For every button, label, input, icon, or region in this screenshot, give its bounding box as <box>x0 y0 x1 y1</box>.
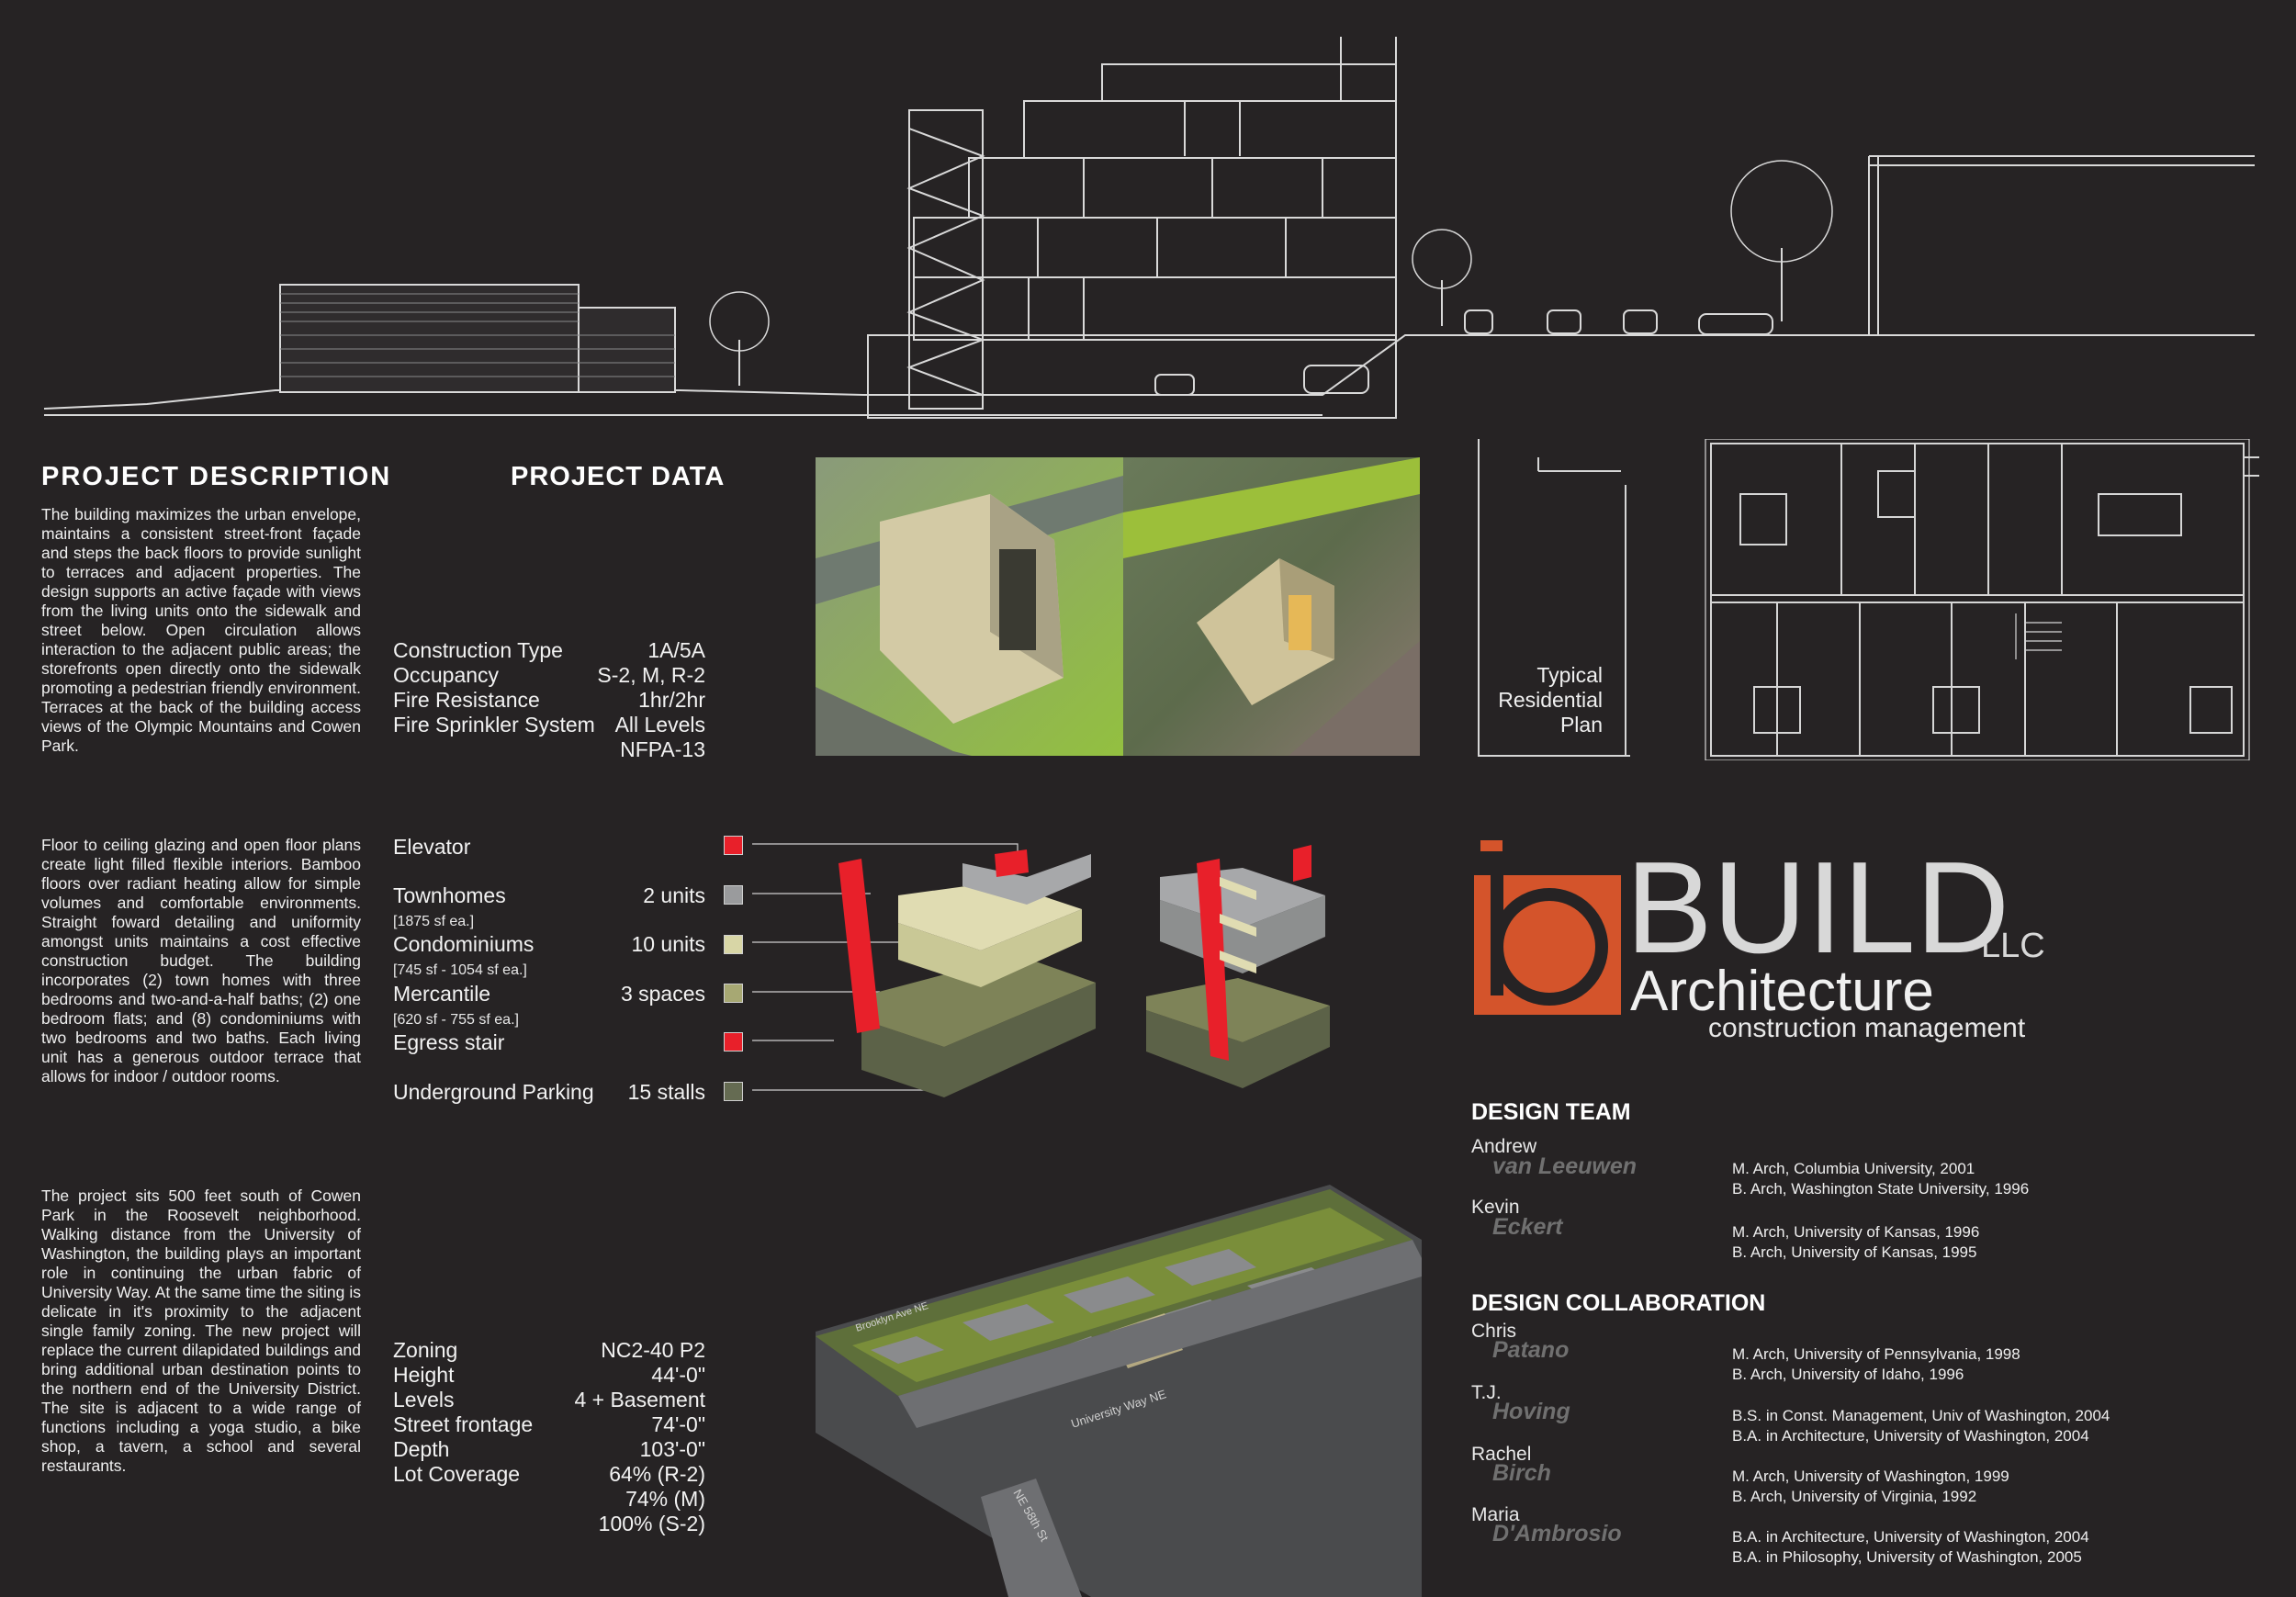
logo-architecture: Architecture <box>1630 960 1934 1023</box>
condominiums-area: [745 sf - 1054 sf ea.] <box>393 962 527 978</box>
member-first-name: Andrew <box>1471 1136 1537 1157</box>
massing-render-evening <box>1123 457 1420 756</box>
townhomes-area: [1875 sf ea.] <box>393 914 475 929</box>
logo-mark-circle <box>1491 888 1608 1006</box>
swatch-condominiums <box>724 935 743 954</box>
project-data-heading: PROJECT DATA <box>511 462 726 491</box>
mercantile-area: [620 sf - 755 sf ea.] <box>393 1012 519 1028</box>
member-last-name: Birch <box>1492 1460 1551 1486</box>
design-team-heading: DESIGN TEAM <box>1471 1099 1631 1125</box>
member-credential: B.A. in Architecture, University of Wash… <box>1732 1528 2089 1546</box>
description-paragraph-1: The building maximizes the urban envelop… <box>41 505 361 755</box>
swatch-mercantile <box>724 984 743 1003</box>
member-first-name: Rachel <box>1471 1444 1532 1465</box>
member-last-name: D'Ambrosio <box>1492 1521 1622 1546</box>
member-credential: B. Arch, University of Kansas, 1995 <box>1732 1243 1977 1261</box>
typical-residential-plan <box>1478 439 2259 760</box>
member-last-name: van Leeuwen <box>1492 1153 1637 1179</box>
project-description-heading: PROJECT DESCRIPTION <box>41 462 392 491</box>
member-credential: B.S. in Const. Management, Univ of Washi… <box>1732 1407 2110 1424</box>
plan-label-line3: Plan <box>1559 713 1603 737</box>
member-credential: M. Arch, University of Washington, 1999 <box>1732 1468 2009 1485</box>
member-last-name: Eckert <box>1492 1214 1563 1240</box>
plan-label-line2: Residential <box>1498 688 1603 712</box>
member-last-name: Patano <box>1492 1337 1570 1363</box>
member-credential: B.A. in Architecture, University of Wash… <box>1732 1427 2089 1445</box>
description-paragraph-3: The project sits 500 feet south of Cowen… <box>41 1187 361 1475</box>
swatch-townhomes <box>724 885 743 905</box>
plan-label-line1: Typical <box>1536 663 1603 687</box>
description-paragraph-2: Floor to ceiling glazing and open floor … <box>41 836 361 1085</box>
site-model-render: University Way NE NE 58th St Brooklyn Av… <box>816 1185 1422 1597</box>
member-first-name: Chris <box>1471 1321 1517 1342</box>
legend-row-egress-stair: Egress stair <box>393 1030 505 1054</box>
plan-label: Typical Residential Plan <box>1474 663 1603 737</box>
member-credential: B.A. in Philosophy, University of Washin… <box>1732 1548 2082 1566</box>
member-last-name: Hoving <box>1492 1399 1570 1424</box>
program-massing-diagram <box>752 843 1330 1097</box>
logo-construction-management: construction management <box>1708 1013 2026 1043</box>
member-credential: M. Arch, University of Kansas, 1996 <box>1732 1223 1980 1241</box>
legend-row-elevator: Elevator <box>393 835 471 859</box>
massing-render-day <box>816 457 1123 756</box>
member-first-name: Maria <box>1471 1504 1520 1525</box>
member-credential: M. Arch, University of Pennsylvania, 199… <box>1732 1345 2020 1363</box>
swatch-parking <box>724 1082 743 1101</box>
logo-mark <box>1474 867 1621 1015</box>
logo-build: BUILD <box>1626 835 2010 981</box>
swatch-egress-stair <box>724 1032 743 1052</box>
building-section-drawing <box>43 37 2255 419</box>
member-first-name: T.J. <box>1471 1382 1502 1403</box>
design-collaboration-heading: DESIGN COLLABORATION <box>1471 1290 1766 1316</box>
member-credential: M. Arch, Columbia University, 2001 <box>1732 1160 1975 1177</box>
logo-mark-stem <box>1491 867 1503 995</box>
swatch-elevator <box>724 836 743 855</box>
logo-llc: LLC <box>1981 927 2045 965</box>
member-credential: B. Arch, University of Idaho, 1996 <box>1732 1366 1964 1383</box>
member-credential: B. Arch, University of Virginia, 1992 <box>1732 1488 1977 1505</box>
member-first-name: Kevin <box>1471 1197 1520 1218</box>
member-credential: B. Arch, Washington State University, 19… <box>1732 1180 2030 1198</box>
logo-mark-tick <box>1480 840 1503 851</box>
